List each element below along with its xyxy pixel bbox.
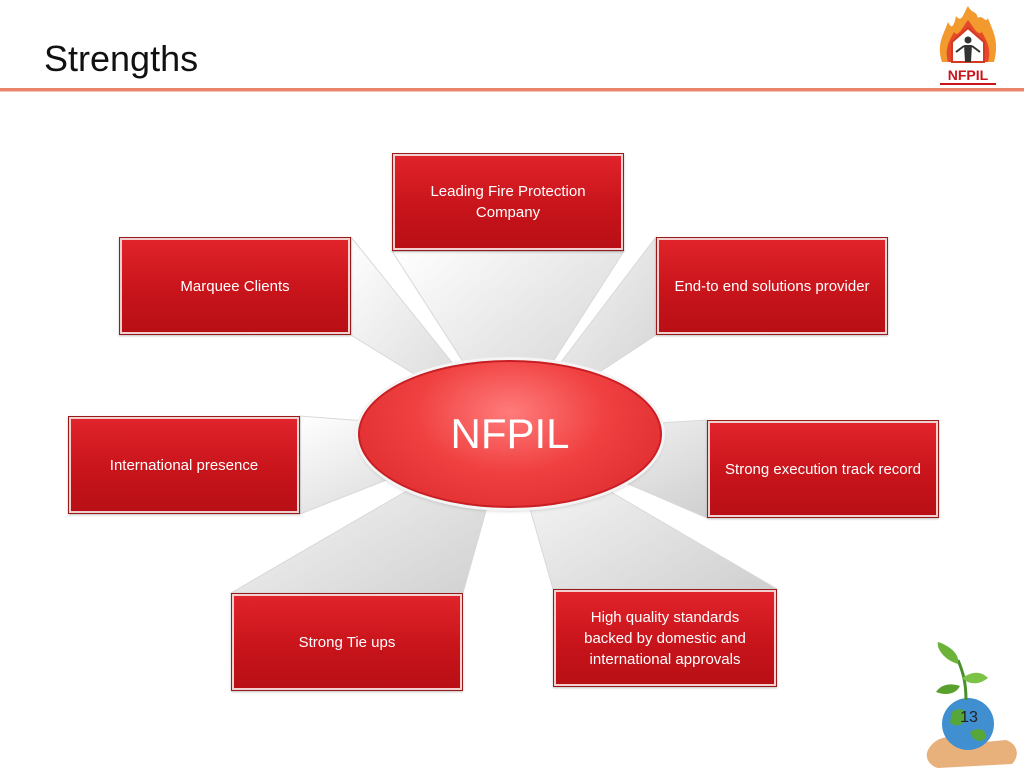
- node-label: Leading Fire Protection Company: [430, 183, 586, 221]
- title-rule: [0, 88, 1024, 91]
- node-marquee-clients: Marquee Clients: [119, 237, 351, 335]
- node-label: End-to end solutions provider: [674, 277, 870, 295]
- spoke-leading-fire-protection: [391, 250, 625, 433]
- node-label: Marquee Clients: [180, 277, 290, 295]
- logo-text: NFPIL: [948, 67, 989, 83]
- node-execution-track-record: Strong execution track record: [707, 420, 939, 518]
- node-end-to-end-solutions: End-to end solutions provider: [656, 237, 888, 335]
- node-international-presence: International presence: [68, 416, 300, 514]
- node-leading-fire-protection: Leading Fire Protection Company: [392, 153, 624, 251]
- node-label: High quality standards backed by domesti…: [584, 608, 746, 668]
- page-number: 13: [960, 709, 978, 726]
- node-label: Strong execution track record: [725, 460, 921, 478]
- center-hub: NFPIL: [358, 360, 662, 508]
- slide-title: Strengths: [44, 38, 199, 79]
- node-label: Strong Tie ups: [298, 633, 396, 651]
- node-strong-tie-ups: Strong Tie ups: [231, 593, 463, 691]
- node-label: International presence: [109, 456, 259, 474]
- company-logo-icon: NFPIL: [938, 6, 998, 85]
- title-rule-shadow: [0, 91, 1024, 92]
- node-quality-standards: High quality standards backed by domesti…: [553, 589, 777, 687]
- globe-plant-icon: [926, 642, 1017, 768]
